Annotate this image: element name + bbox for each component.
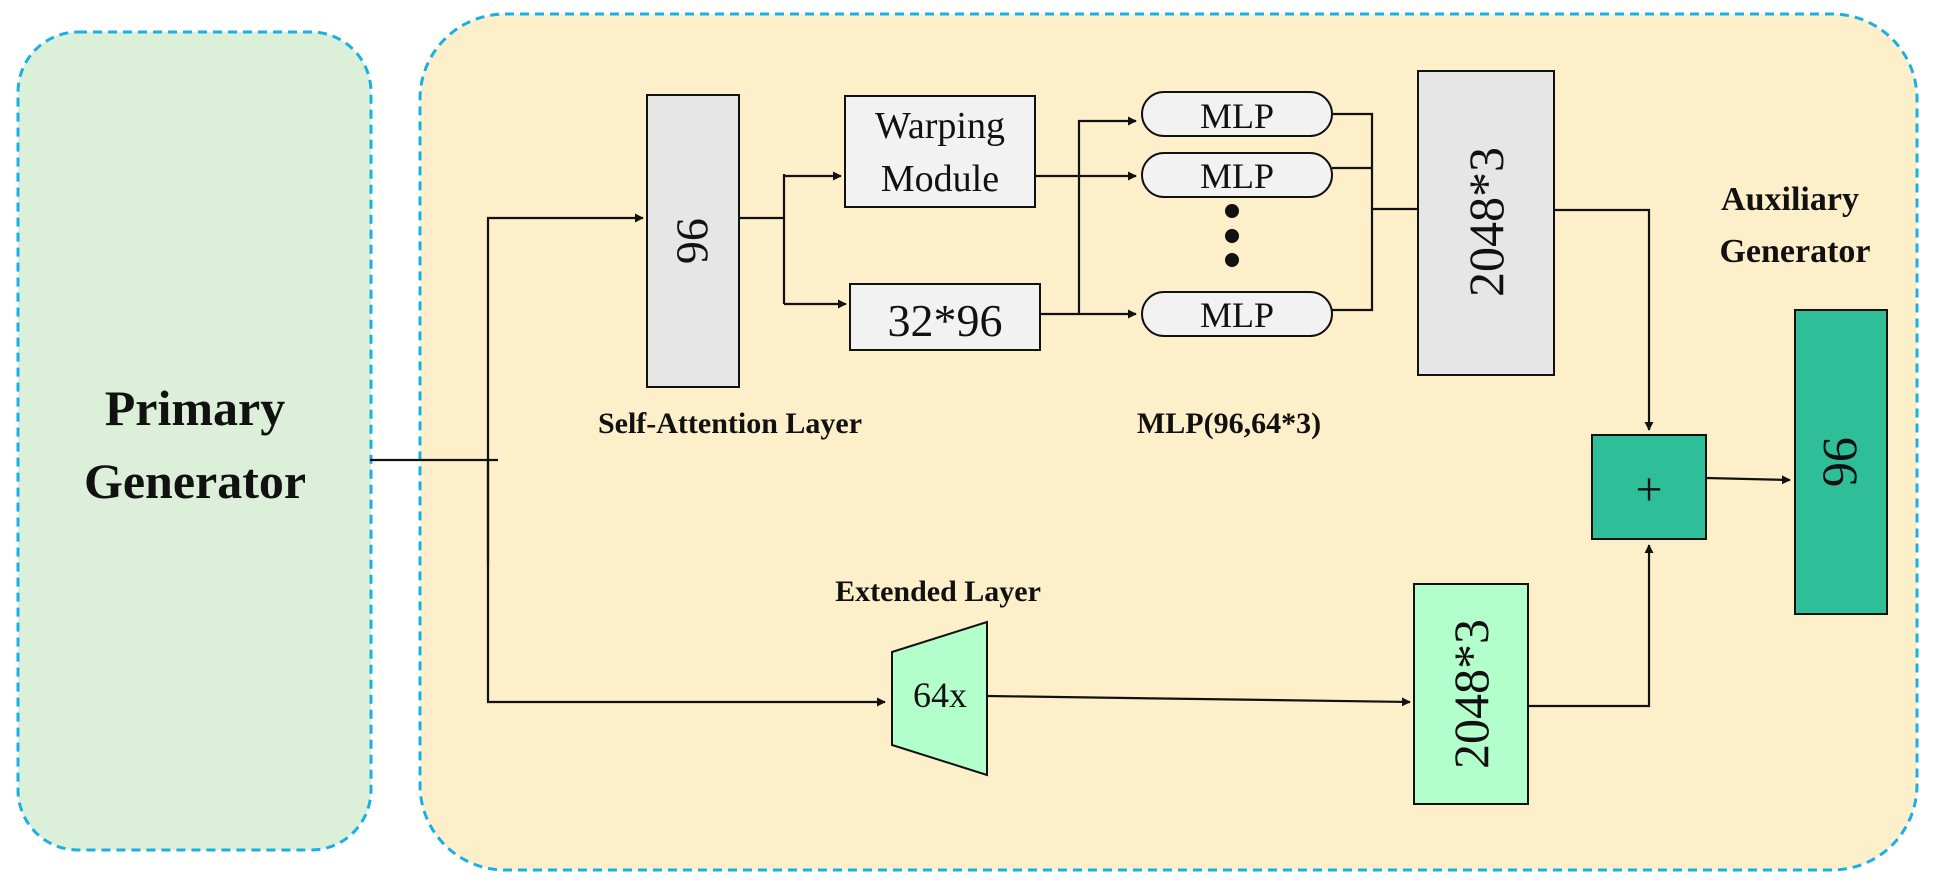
feature-box	[849, 283, 1041, 351]
extended-layer-block	[891, 620, 988, 777]
extended-layer-label: Extended Layer	[835, 575, 1041, 608]
auxiliary-generator-title-line2: Generator	[1719, 233, 1870, 270]
mlp-merge-bus	[1332, 112, 1374, 312]
warping-module-line1: Warping	[875, 105, 1005, 147]
wire-top-to-adder	[1554, 208, 1654, 431]
ellipsis-dot-2	[1225, 229, 1239, 243]
mlp-label-2: MLP	[1200, 156, 1274, 196]
self-attention-label: Self-Attention Layer	[598, 407, 862, 440]
primary-generator-title-line2: Generator	[84, 453, 306, 509]
self-attention-box	[646, 94, 740, 388]
adder-block	[1591, 434, 1707, 540]
mlp-label-1: MLP	[1200, 96, 1274, 136]
final-output-box	[1794, 309, 1888, 615]
ellipsis-dot-1	[1225, 204, 1239, 218]
top-output-value: 2048*3	[1458, 147, 1514, 297]
mlp-label-3: MLP	[1200, 295, 1274, 335]
mlp-caption: MLP(96,64*3)	[1137, 407, 1321, 440]
wire-extended-to-output	[986, 694, 1411, 707]
auxiliary-generator-title-line1: Auxiliary	[1721, 181, 1859, 218]
primary-generator-title-line1: Primary	[105, 380, 285, 436]
adder-symbol: +	[1635, 463, 1662, 516]
warping-module-line2: Module	[881, 158, 999, 200]
bottom-output-value: 2048*3	[1443, 619, 1499, 769]
extended-layer-value: 64x	[913, 675, 967, 715]
mlp-block-3	[1141, 291, 1333, 337]
wire-feature-to-mlp1	[1077, 116, 1137, 314]
top-output-box	[1417, 70, 1555, 376]
mlp-block-2	[1141, 152, 1333, 198]
wire-to-extended-layer	[486, 565, 886, 707]
self-attention-value: 96	[668, 218, 719, 264]
warping-module-box	[844, 95, 1036, 208]
final-output-value: 96	[1813, 437, 1869, 487]
wire-bottom-to-adder	[1528, 544, 1654, 708]
primary-generator-panel	[16, 30, 373, 852]
wire-adder-to-final	[1705, 475, 1791, 485]
bottom-output-box	[1413, 583, 1529, 805]
feature-box-value: 32*96	[888, 295, 1003, 346]
ellipsis-dot-3	[1225, 253, 1239, 267]
wire-to-self-attention	[486, 213, 644, 565]
